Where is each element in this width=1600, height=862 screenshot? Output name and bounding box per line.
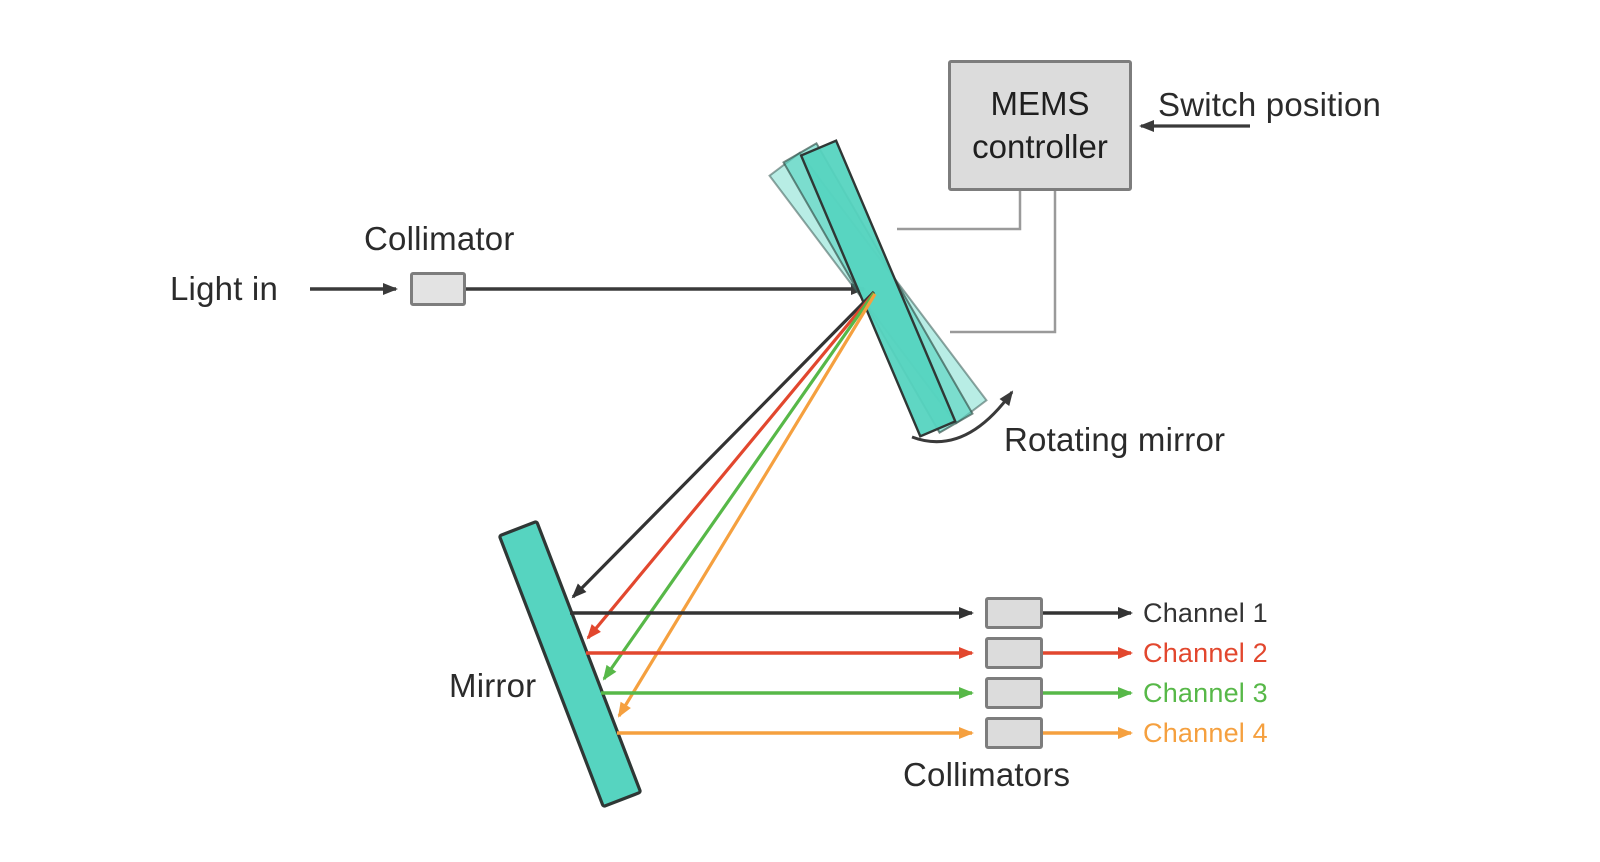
rotating-mirror-label: Rotating mirror: [1004, 421, 1226, 458]
mems-controller-label-line1: MEMS: [990, 85, 1090, 123]
mems-controller-label-line2: controller: [972, 127, 1108, 165]
light-in-label: Light in: [170, 270, 279, 307]
collimator-box-channel-4: [985, 717, 1043, 749]
channel-2-label: Channel 2: [1143, 637, 1268, 668]
switch-position-label: Switch position: [1158, 86, 1382, 123]
mirror-bar: [498, 520, 642, 808]
controller-wire-upper: [897, 190, 1022, 231]
collimator-label: Collimator: [364, 220, 515, 257]
beam-to-mirror-channel-4: [617, 293, 877, 718]
mirror: [498, 520, 642, 808]
collimator-box-channel-2: [985, 637, 1043, 669]
beam-to-mirror-channel-3: [602, 292, 876, 681]
collimator-box-channel-1: [985, 597, 1043, 629]
rotation-arc-arrow: [911, 390, 1014, 444]
rotating-mirror: [768, 139, 988, 438]
channel-4-label: Channel 4: [1143, 717, 1268, 748]
beam-to-mirror-channel-2: [586, 291, 876, 640]
collimators-label: Collimators: [903, 756, 1071, 793]
channel-1-label: Channel 1: [1143, 597, 1268, 628]
rotating-mirror-slat-front: [799, 139, 957, 438]
controller-wire-lower: [950, 190, 1057, 334]
mems-controller-box: MEMS controller: [948, 60, 1132, 191]
beam-to-mirror-channel-1: [571, 290, 876, 599]
input-collimator-box: [410, 272, 466, 306]
collimator-box-channel-3: [985, 677, 1043, 709]
channel-3-label: Channel 3: [1143, 677, 1268, 708]
mirror-label: Mirror: [449, 667, 537, 704]
